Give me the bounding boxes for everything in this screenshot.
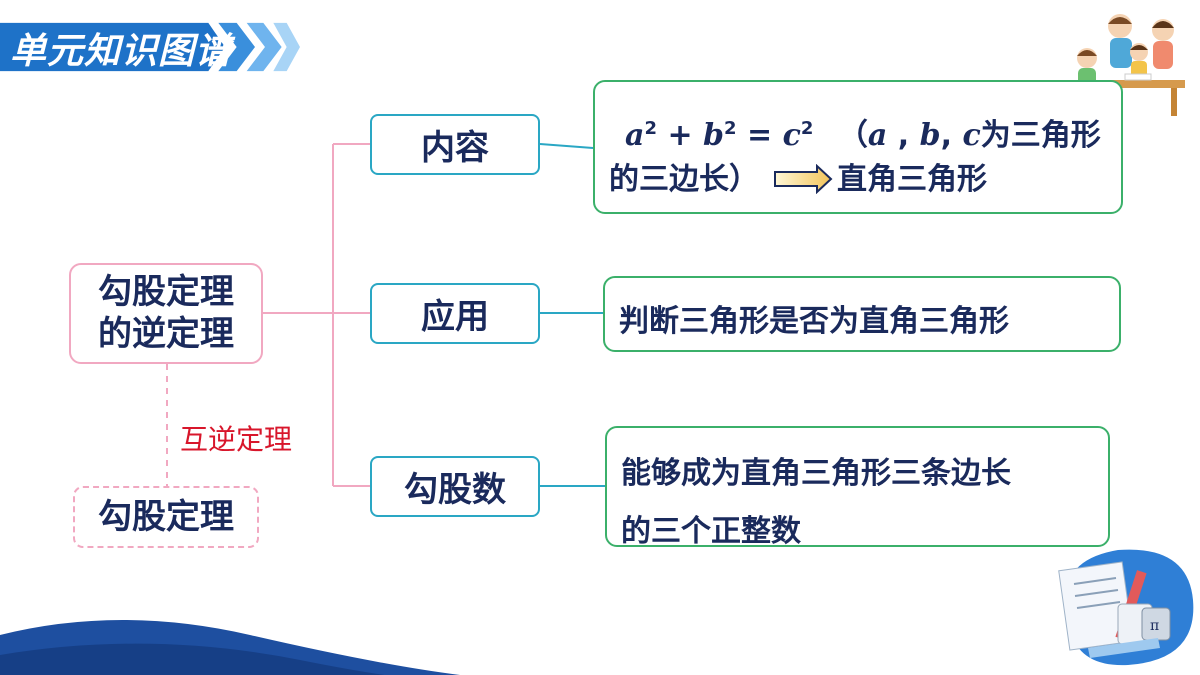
var-b: b <box>919 118 941 153</box>
arrow-right-icon <box>774 164 833 194</box>
math-tools-illustration: π <box>1058 549 1194 666</box>
formula-line: a2 + b2 = c2 （a , b, c为三角形 <box>625 110 1101 154</box>
formula-c: c <box>782 118 801 153</box>
related-node-pythagorean-theorem: 勾股定理 <box>73 486 259 548</box>
relation-label: 互逆定理 <box>180 423 293 456</box>
content-result: 直角三角形 <box>837 162 987 197</box>
svg-text:π: π <box>1150 618 1159 634</box>
chevron-right-icon <box>218 22 255 72</box>
sep-1: , <box>887 118 920 153</box>
sep-2: , <box>940 118 963 153</box>
branch-pythagorean-numbers: 勾股数 <box>370 456 540 517</box>
formula-a: a <box>625 118 645 153</box>
root-line-2: 的逆定理 <box>98 314 234 354</box>
root-line-1: 勾股定理 <box>98 272 234 312</box>
formula-exp-a: 2 <box>644 118 657 139</box>
var-a: a <box>867 118 888 153</box>
var-c: c <box>962 118 981 153</box>
paren-text: 为三角形 <box>980 118 1101 153</box>
page-title: 单元知识图谱 <box>10 31 233 72</box>
formula-plus: + <box>667 118 693 153</box>
application-info-box: 判断三角形是否为直角三角形 <box>603 276 1121 352</box>
pythagorean-numbers-info-box: 能够成为直角三角形三条边长 的三个正整数 <box>605 426 1110 549</box>
branch-application: 应用 <box>370 283 540 344</box>
branch-content: 内容 <box>370 114 540 175</box>
bottom-wave-decoration <box>0 620 460 675</box>
chevron-right-icon <box>273 22 300 72</box>
root-node-converse-theorem: 勾股定理 的逆定理 <box>69 263 263 364</box>
content-line-2: 的三边长） <box>609 162 759 197</box>
formula-eq: = <box>747 118 773 153</box>
paren-open: （ <box>837 118 868 153</box>
pythagorean-line-1: 能够成为直角三角形三条边长 <box>621 456 1011 491</box>
chevron-right-icon <box>246 22 282 72</box>
formula-exp-b: 2 <box>724 118 737 139</box>
application-text: 判断三角形是否为直角三角形 <box>619 304 1009 339</box>
content-info-box: a2 + b2 = c2 （a , b, c为三角形 的三边长） 直角三角形 <box>593 80 1123 214</box>
pythagorean-line-2: 的三个正整数 <box>621 514 801 549</box>
formula-b: b <box>703 118 725 153</box>
formula-exp-c: 2 <box>800 118 814 139</box>
header-banner <box>0 22 300 72</box>
